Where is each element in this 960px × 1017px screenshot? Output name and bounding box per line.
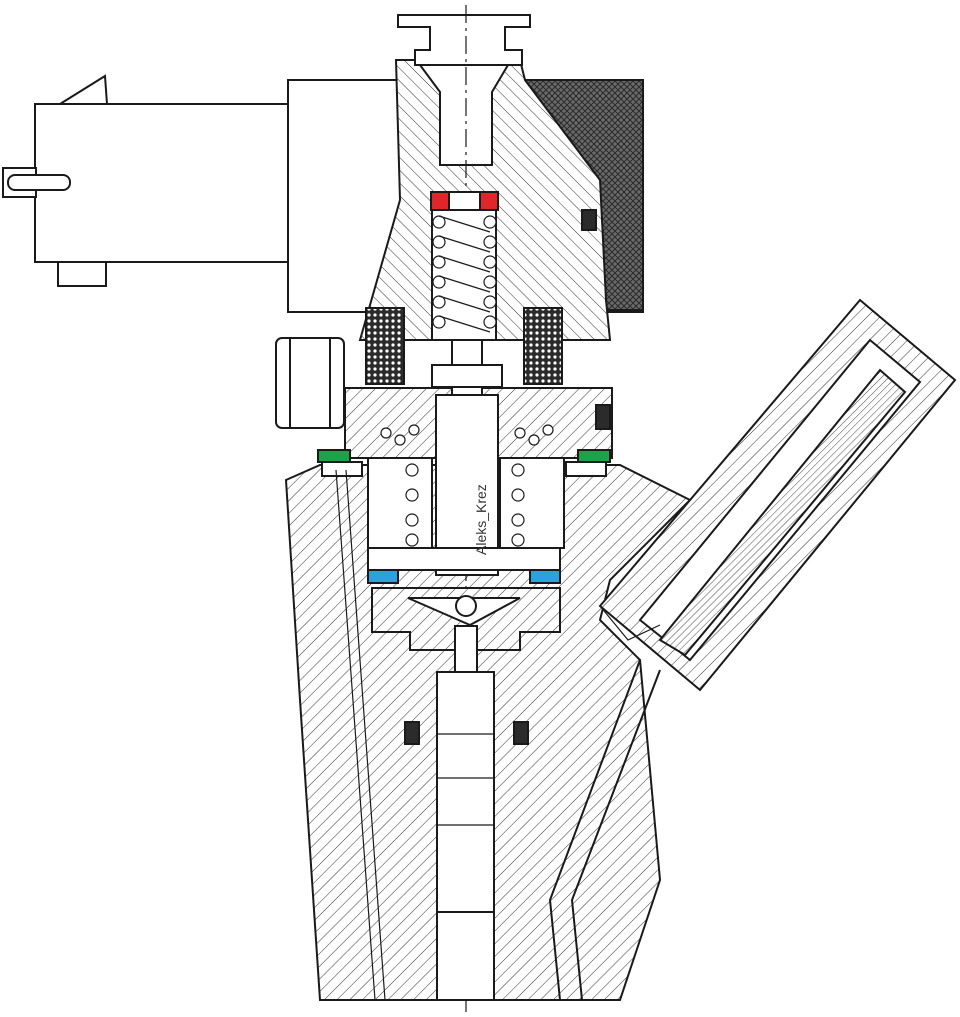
upper-spring xyxy=(432,215,497,333)
solenoid-coil-right xyxy=(523,307,563,385)
author-label: Aleks_Krez xyxy=(473,484,489,555)
connector-pin xyxy=(7,174,71,191)
lower-spring-left xyxy=(367,424,433,549)
seal-green-right xyxy=(577,449,611,463)
armature-stem xyxy=(431,339,503,576)
small-seal-right-lower xyxy=(595,404,611,430)
seal-blue-right xyxy=(529,569,561,584)
seal-blue-left xyxy=(367,569,399,584)
upper-spring-assembly xyxy=(430,191,499,341)
top-inlet-fitting xyxy=(397,5,531,1012)
fuel-inlet-pipe xyxy=(598,298,957,692)
seal-green-left xyxy=(317,449,351,463)
seal-red-right xyxy=(479,191,499,211)
electrical-connector xyxy=(2,74,304,287)
nozzle-needle xyxy=(404,671,529,1001)
fuel-channel-right xyxy=(548,659,661,1001)
connector-lower-tab xyxy=(57,261,107,287)
valve-body xyxy=(371,587,561,677)
fuel-channel-left xyxy=(335,469,386,1001)
solenoid-coil-left xyxy=(365,307,405,385)
connector-housing xyxy=(34,103,304,263)
seal-red-left xyxy=(430,191,450,211)
connector-latch xyxy=(56,74,109,105)
small-seal-right xyxy=(581,209,597,231)
